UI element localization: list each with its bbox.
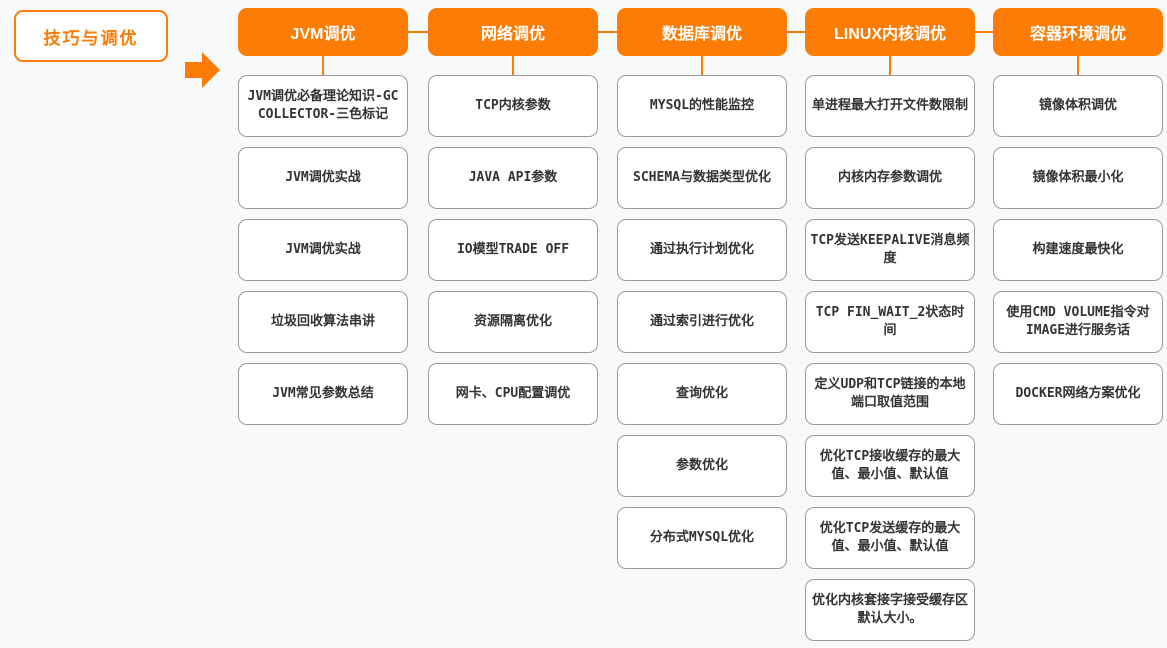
item-box[interactable]: 通过索引进行优化 [617, 291, 787, 353]
header-to-item-line [322, 56, 324, 75]
item-box[interactable]: 参数优化 [617, 435, 787, 497]
item-box[interactable]: 构建速度最快化 [993, 219, 1163, 281]
column-header[interactable]: JVM调优 [238, 8, 408, 56]
item-box[interactable]: JVM调优实战 [238, 147, 408, 209]
item-box[interactable]: 资源隔离优化 [428, 291, 598, 353]
item-box[interactable]: 内核内存参数调优 [805, 147, 975, 209]
header-connector-line [598, 31, 617, 33]
item-box[interactable]: 定义UDP和TCP链接的本地端口取值范围 [805, 363, 975, 425]
item-box[interactable]: 使用CMD VOLUME指令对IMAGE进行服务话 [993, 291, 1163, 353]
item-box[interactable]: JVM调优实战 [238, 219, 408, 281]
header-connector-line [408, 31, 428, 33]
item-box[interactable]: TCP FIN_WAIT_2状态时间 [805, 291, 975, 353]
item-box[interactable]: TCP内核参数 [428, 75, 598, 137]
item-box[interactable]: 通过执行计划优化 [617, 219, 787, 281]
item-box[interactable]: 垃圾回收算法串讲 [238, 291, 408, 353]
column-header[interactable]: 网络调优 [428, 8, 598, 56]
item-box[interactable]: TCP发送KEEPALIVE消息频度 [805, 219, 975, 281]
item-box[interactable]: 优化TCP接收缓存的最大值、最小值、默认值 [805, 435, 975, 497]
item-box[interactable]: 优化内核套接字接受缓存区默认大小。 [805, 579, 975, 641]
item-box[interactable]: JVM调优必备理论知识-GC COLLECTOR-三色标记 [238, 75, 408, 137]
item-box[interactable]: SCHEMA与数据类型优化 [617, 147, 787, 209]
item-box[interactable]: JVM常见参数总结 [238, 363, 408, 425]
root-node[interactable]: 技巧与调优 [14, 10, 168, 62]
item-box[interactable]: MYSQL的性能监控 [617, 75, 787, 137]
right-arrow-icon [185, 52, 220, 88]
column-header[interactable]: 数据库调优 [617, 8, 787, 56]
item-box[interactable]: 查询优化 [617, 363, 787, 425]
root-node-label: 技巧与调优 [43, 28, 139, 48]
item-box[interactable]: 单进程最大打开文件数限制 [805, 75, 975, 137]
header-to-item-line [889, 56, 891, 75]
item-box[interactable]: 镜像体积调优 [993, 75, 1163, 137]
header-to-item-line [701, 56, 703, 75]
item-box[interactable]: DOCKER网络方案优化 [993, 363, 1163, 425]
column-header[interactable]: LINUX内核调优 [805, 8, 975, 56]
column-header[interactable]: 容器环境调优 [993, 8, 1163, 56]
item-box[interactable]: 优化TCP发送缓存的最大值、最小值、默认值 [805, 507, 975, 569]
header-connector-line [787, 31, 805, 33]
header-to-item-line [1077, 56, 1079, 75]
item-box[interactable]: 镜像体积最小化 [993, 147, 1163, 209]
item-box[interactable]: JAVA API参数 [428, 147, 598, 209]
header-to-item-line [512, 56, 514, 75]
header-connector-line [975, 31, 993, 33]
item-box[interactable]: IO模型TRADE OFF [428, 219, 598, 281]
item-box[interactable]: 分布式MYSQL优化 [617, 507, 787, 569]
item-box[interactable]: 网卡、CPU配置调优 [428, 363, 598, 425]
